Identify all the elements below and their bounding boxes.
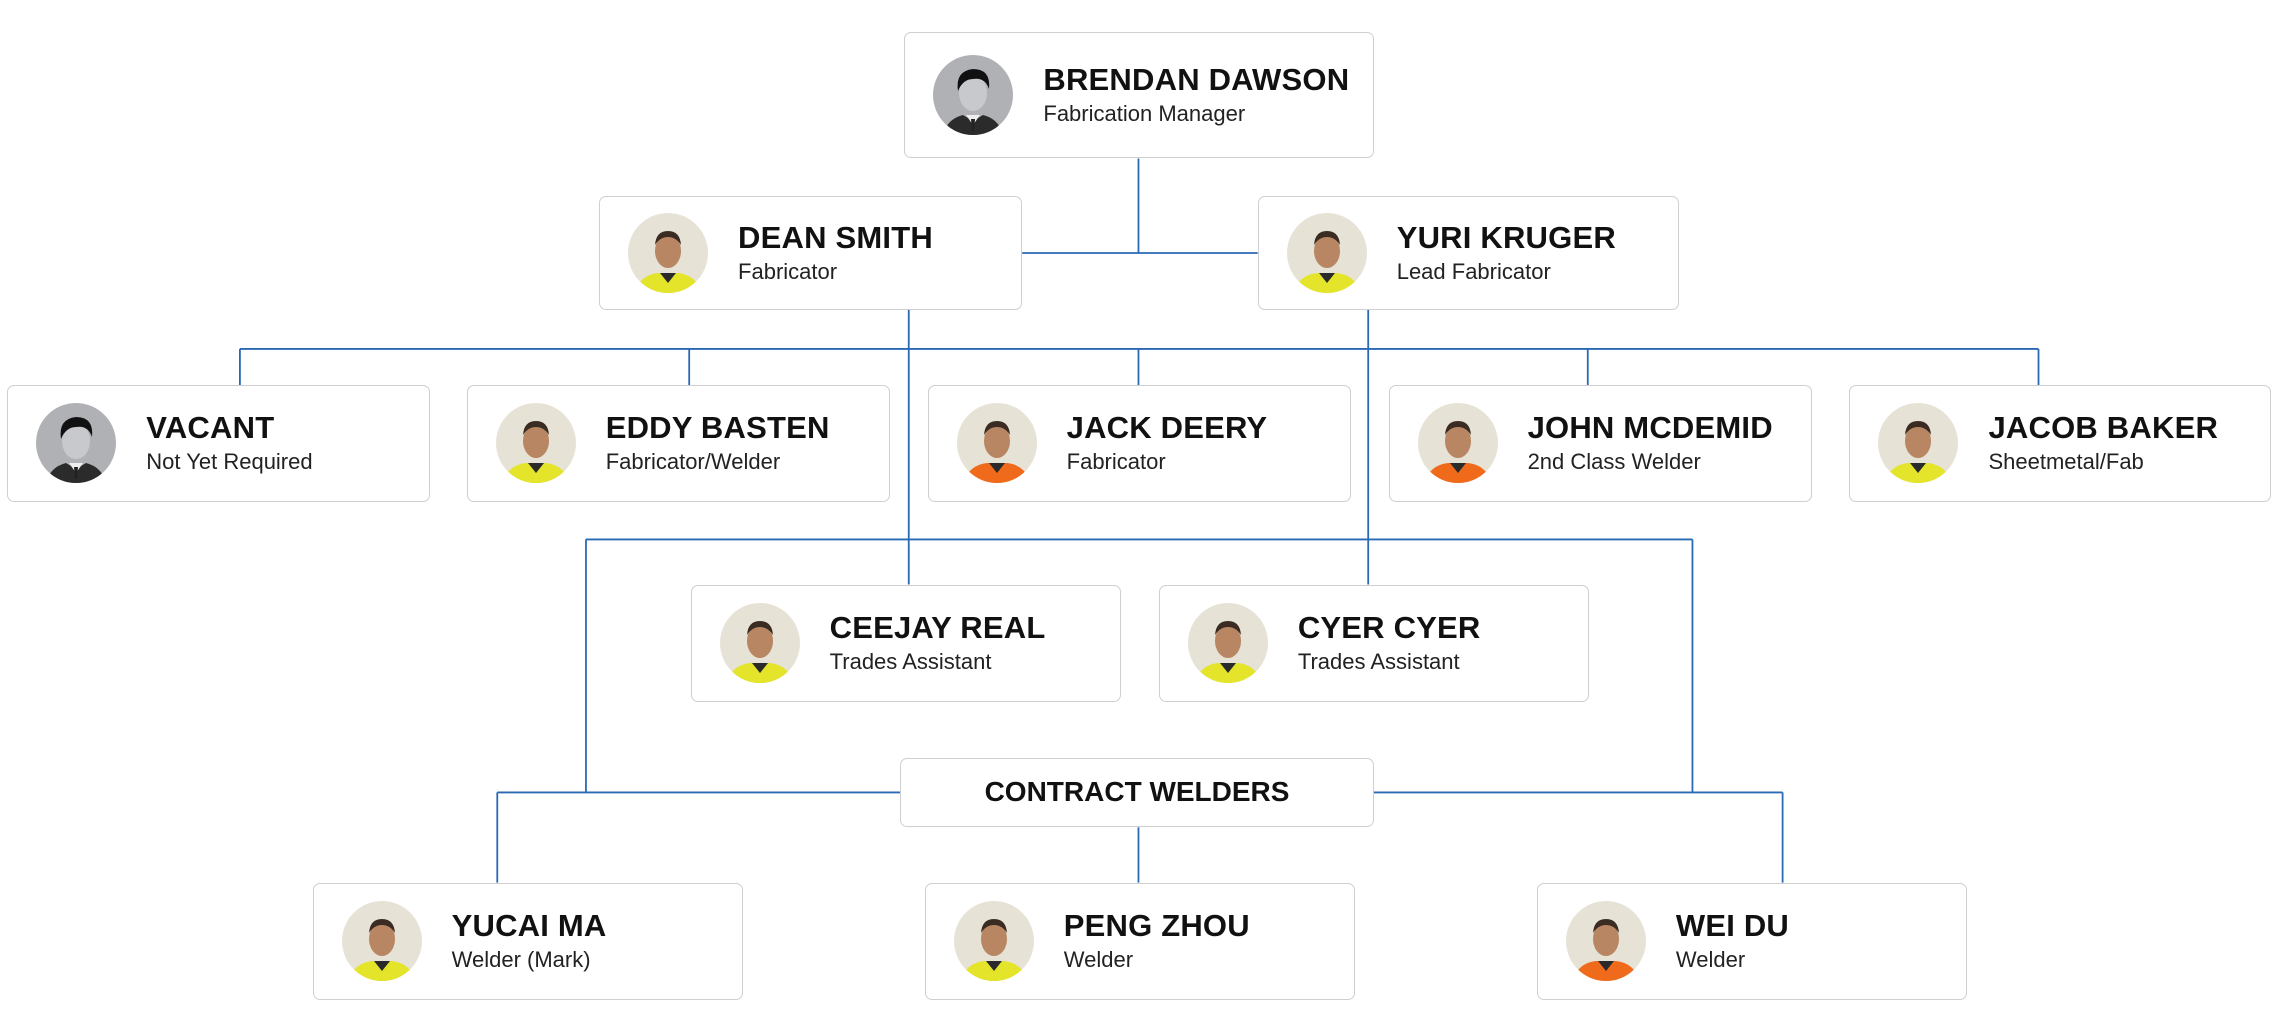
org-card[interactable]: JACK DEERY Fabricator: [927, 385, 1351, 502]
avatar: [628, 212, 709, 293]
org-card[interactable]: CEEJAY REAL Trades Assistant: [690, 584, 1122, 703]
person-title: Trades Assistant: [829, 649, 992, 675]
person-title: Sheetmetal/Fab: [1988, 449, 2144, 475]
org-card[interactable]: WEI DU Welder: [1536, 882, 1968, 1001]
group-contract-welders[interactable]: CONTRACT WELDERS: [900, 757, 1375, 828]
person-name: DEAN SMITH: [738, 219, 933, 255]
card-text: JACK DEERY Fabricator: [1067, 409, 1268, 477]
card-text: PENG ZHOU Welder: [1064, 907, 1250, 975]
person-title: Not Yet Required: [146, 449, 313, 475]
person-title: Welder (Mark): [451, 947, 591, 973]
person-title: Welder: [1063, 947, 1134, 973]
org-card[interactable]: CYER CYER Trades Assistant: [1158, 584, 1590, 703]
placeholder-avatar-icon: [36, 403, 117, 484]
card-text: YUCAI MA Welder (Mark): [452, 907, 607, 975]
card-text: DEAN SMITH Fabricator: [738, 219, 933, 287]
person-name: JACOB BAKER: [1988, 410, 2219, 446]
avatar: [953, 901, 1034, 982]
avatar: [1417, 403, 1498, 484]
person-name: YUCAI MA: [451, 908, 607, 944]
person-name: YURI KRUGER: [1396, 219, 1616, 255]
org-card[interactable]: JOHN MCDEMID 2nd Class Welder: [1388, 385, 1812, 502]
person-name: EDDY BASTEN: [605, 410, 830, 446]
card-text: CEEJAY REAL Trades Assistant: [830, 609, 1046, 677]
org-card[interactable]: DEAN SMITH Fabricator: [599, 196, 1023, 310]
avatar: [1565, 901, 1646, 982]
placeholder-avatar-icon: [933, 55, 1014, 136]
person-name: CEEJAY REAL: [829, 610, 1046, 646]
person-name: JACK DEERY: [1066, 410, 1268, 446]
person-title: Fabricator/Welder: [605, 449, 781, 475]
card-text: JACOB BAKER Sheetmetal/Fab: [1988, 409, 2218, 477]
person-title: Fabricator: [738, 258, 838, 284]
org-card[interactable]: YUCAI MA Welder (Mark): [312, 882, 743, 1001]
org-card[interactable]: VACANT Not Yet Required: [7, 385, 431, 502]
person-title: Fabricator: [1066, 449, 1166, 475]
person-title: Fabrication Manager: [1043, 101, 1246, 127]
card-text: JOHN MCDEMID 2nd Class Welder: [1528, 409, 1773, 477]
org-card[interactable]: YURI KRUGER Lead Fabricator: [1257, 196, 1680, 310]
card-text: WEI DU Welder: [1676, 907, 1789, 975]
person-title: Welder: [1675, 947, 1746, 973]
org-card[interactable]: JACOB BAKER Sheetmetal/Fab: [1849, 385, 2272, 502]
person-name: CYER CYER: [1297, 610, 1481, 646]
avatar: [1878, 403, 1959, 484]
org-card[interactable]: PENG ZHOU Welder: [924, 882, 1356, 1001]
avatar: [1286, 212, 1367, 293]
card-text: VACANT Not Yet Required: [146, 409, 312, 477]
person-title: Trades Assistant: [1297, 649, 1460, 675]
avatar: [495, 403, 576, 484]
avatar: [719, 603, 800, 684]
avatar: [1187, 603, 1268, 684]
card-text: BRENDAN DAWSON Fabrication Manager: [1043, 61, 1349, 129]
person-name: BRENDAN DAWSON: [1043, 62, 1350, 98]
person-name: VACANT: [146, 410, 275, 446]
card-text: CYER CYER Trades Assistant: [1298, 609, 1481, 677]
avatar: [956, 403, 1037, 484]
card-text: YURI KRUGER Lead Fabricator: [1397, 219, 1616, 287]
person-name: JOHN MCDEMID: [1527, 410, 1773, 446]
person-title: 2nd Class Welder: [1527, 449, 1701, 475]
org-card[interactable]: BRENDAN DAWSON Fabrication Manager: [904, 31, 1375, 159]
person-name: PENG ZHOU: [1063, 908, 1250, 944]
avatar: [341, 901, 422, 982]
org-card[interactable]: EDDY BASTEN Fabricator/Welder: [466, 385, 890, 502]
card-text: EDDY BASTEN Fabricator/Welder: [606, 409, 830, 477]
person-title: Lead Fabricator: [1396, 258, 1551, 284]
person-name: WEI DU: [1675, 908, 1790, 944]
